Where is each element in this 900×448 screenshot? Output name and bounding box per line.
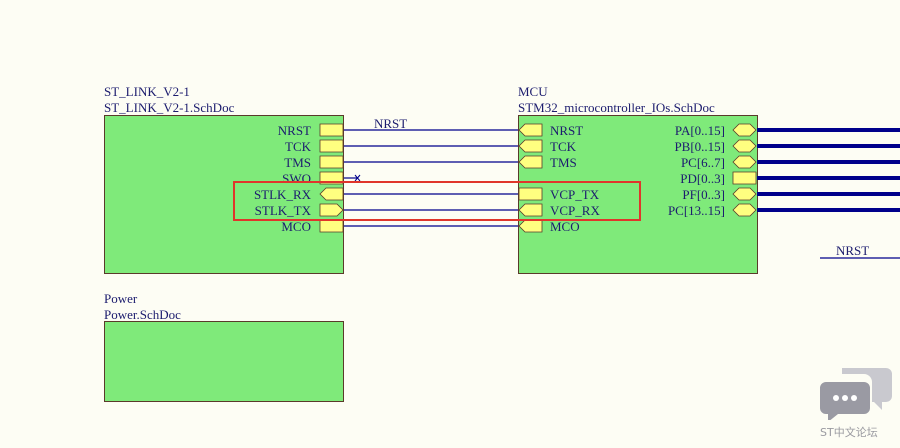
mcu-port-vcp-tx <box>518 187 543 201</box>
mcu-port-pd-0-3 <box>732 171 757 185</box>
stlink-port-label: STLK_RX <box>254 187 312 202</box>
mcu-port-mco <box>518 219 543 233</box>
stlink-port-stlk-rx <box>319 187 344 201</box>
stlink-port-tms <box>319 155 344 169</box>
mcu-port-label: NRST <box>550 123 583 138</box>
mcu-port-label: TCK <box>550 139 577 154</box>
stlink-sheet-designator: ST_LINK_V2-1 <box>104 84 190 99</box>
net-label-nrst-right: NRST <box>836 243 869 258</box>
stlink-port-tck <box>319 139 344 153</box>
mcu-port-label: PD[0..3] <box>680 171 725 186</box>
stlink-port-mco <box>319 219 344 233</box>
stlink-port-stlk-tx <box>319 203 344 217</box>
mcu-port-pb-0-15 <box>732 139 757 153</box>
mcu-port-nrst <box>518 123 543 137</box>
watermark-text: ST中文论坛 <box>820 426 878 439</box>
mcu-port-tck <box>518 139 543 153</box>
stlink-port-label: MCO <box>281 219 311 234</box>
mcu-port-label: TMS <box>550 155 577 170</box>
mcu-sheet-designator: MCU <box>518 84 548 99</box>
mcu-port-label: PC[13..15] <box>668 203 725 218</box>
mcu-port-label: PF[0..3] <box>682 187 725 202</box>
stlink-port-label: TMS <box>284 155 311 170</box>
mcu-port-pa-0-15 <box>732 123 757 137</box>
power-sheet-designator: Power <box>104 291 138 306</box>
mcu-port-label: PB[0..15] <box>674 139 725 154</box>
mcu-port-pc-6-7 <box>732 155 757 169</box>
mcu-port-label: VCP_RX <box>550 203 600 218</box>
mcu-port-tms <box>518 155 543 169</box>
stlink-sheet-filename: ST_LINK_V2-1.SchDoc <box>104 100 235 115</box>
stlink-port-label: TCK <box>285 139 312 154</box>
stlink-port-label: NRST <box>278 123 311 138</box>
mcu-port-label: MCO <box>550 219 580 234</box>
mcu-sheet-symbol[interactable] <box>518 115 758 274</box>
mcu-port-vcp-rx <box>518 203 543 217</box>
stlink-port-label: STLK_TX <box>255 203 312 218</box>
mcu-port-pf-0-3 <box>732 187 757 201</box>
power-sheet-symbol[interactable] <box>104 321 344 402</box>
power-sheet-filename: Power.SchDoc <box>104 307 181 322</box>
mcu-port-label: VCP_TX <box>550 187 600 202</box>
mcu-port-label: PC[6..7] <box>681 155 725 170</box>
mcu-port-pc-13-15 <box>732 203 757 217</box>
highlight-box <box>233 181 641 221</box>
net-label-nrst: NRST <box>374 116 407 131</box>
chat-bubble-icon <box>820 368 892 420</box>
stlink-sheet-symbol[interactable] <box>104 115 344 274</box>
stlink-port-label: SWO <box>282 171 311 186</box>
no-connect-icon <box>354 174 361 182</box>
mcu-sheet-filename: STM32_microcontroller_IOs.SchDoc <box>518 100 715 115</box>
mcu-port-label: PA[0..15] <box>675 123 725 138</box>
stlink-port-nrst <box>319 123 344 137</box>
